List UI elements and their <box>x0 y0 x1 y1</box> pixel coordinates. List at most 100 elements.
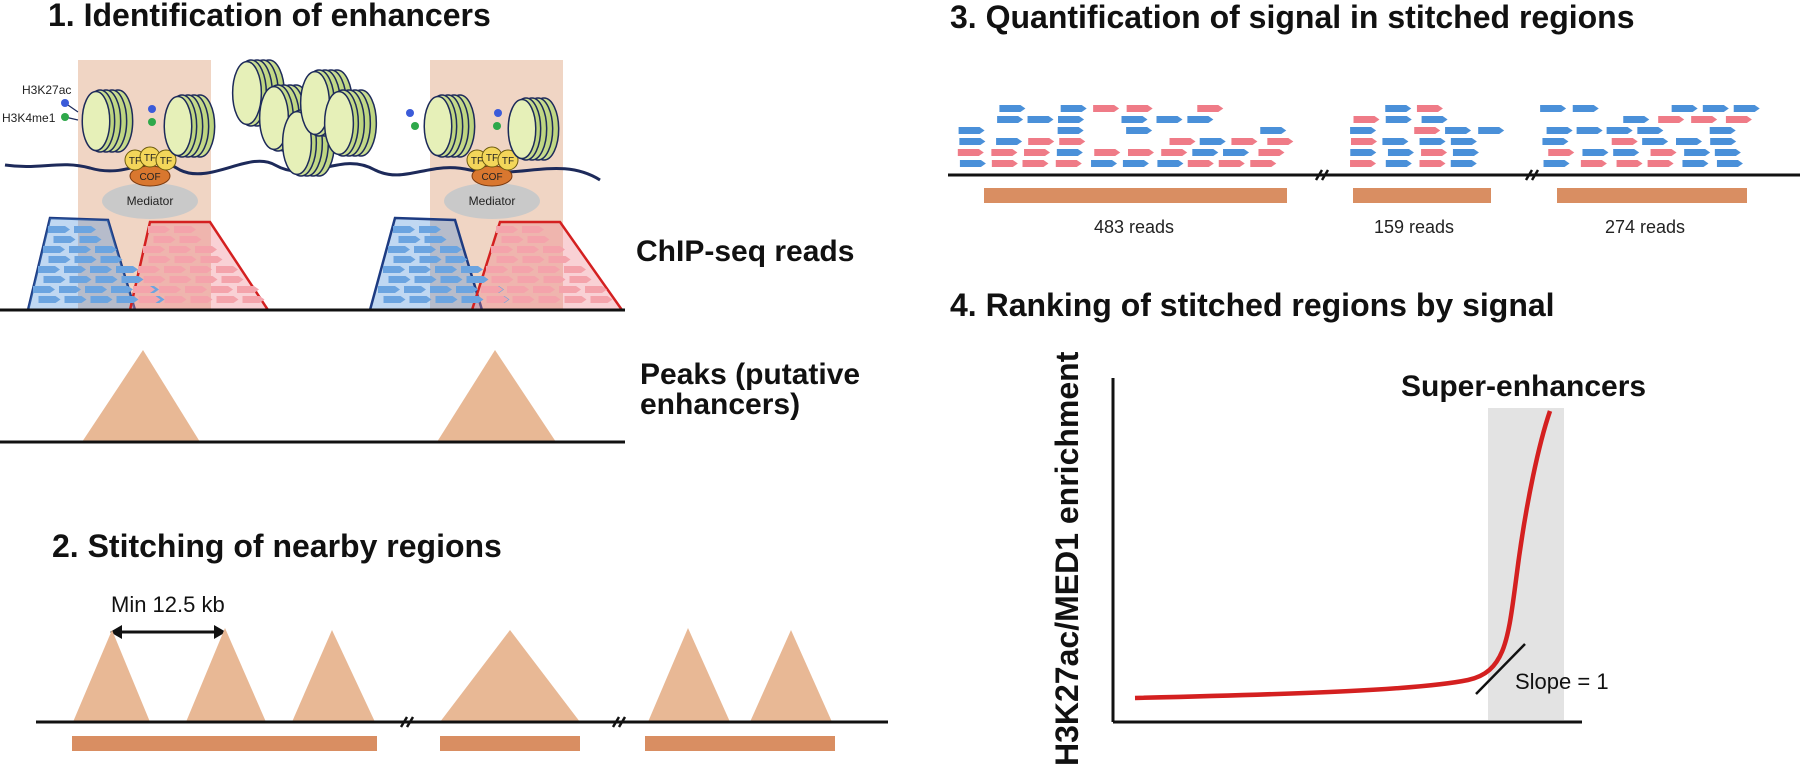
read-arrow <box>1028 138 1055 145</box>
read-arrow <box>1580 160 1607 167</box>
read-arrow <box>491 246 513 253</box>
read-arrow <box>1250 160 1277 167</box>
panel-1: 1. Identification of enhancers Mediator … <box>0 0 860 444</box>
mediator-label-1: Mediator <box>127 194 174 208</box>
peak-1 <box>82 350 200 442</box>
read-arrow <box>959 160 986 167</box>
read-arrow <box>491 276 514 283</box>
read-arrow <box>1650 149 1677 156</box>
peak <box>648 628 730 722</box>
slope-label: Slope = 1 <box>1515 669 1609 694</box>
read-arrow <box>1197 105 1224 112</box>
read-arrow <box>991 160 1018 167</box>
read-arrow <box>64 266 86 273</box>
read-arrow <box>1091 160 1118 167</box>
read-arrow <box>48 226 70 233</box>
nucleosome <box>81 89 134 153</box>
histone-marks <box>61 99 502 130</box>
read-arrow <box>190 296 213 303</box>
read-arrow <box>999 105 1026 112</box>
read-arrow <box>1387 149 1414 156</box>
mediator-label-2: Mediator <box>469 194 516 208</box>
read-arrow <box>957 149 984 156</box>
read-arrow <box>398 236 421 243</box>
read-arrow <box>1450 160 1477 167</box>
read-arrow <box>1060 105 1087 112</box>
read-arrow <box>543 276 566 283</box>
read-arrow <box>90 266 112 273</box>
read-arrow <box>1576 127 1603 134</box>
read-arrow <box>378 286 400 293</box>
read-arrow <box>1161 149 1188 156</box>
panel2-title: 2. Stitching of nearby regions <box>52 528 502 564</box>
read-arrow <box>1419 138 1446 145</box>
peak <box>750 630 832 722</box>
read-arrow <box>996 138 1023 145</box>
read-arrow <box>121 276 144 283</box>
min-distance-arrow <box>110 625 226 639</box>
read-arrow <box>1421 149 1448 156</box>
stitched-region-2 <box>1353 188 1491 203</box>
read-count-3: 274 reads <box>1605 217 1685 237</box>
read-arrow <box>430 286 452 293</box>
read-arrow <box>1121 116 1148 123</box>
read-arrow <box>507 286 529 293</box>
read-arrow <box>148 226 170 233</box>
panel-3: 3. Quantification of signal in stitched … <box>948 0 1800 237</box>
read-arrow <box>564 266 586 273</box>
read-arrow <box>1452 149 1479 156</box>
h3k27ac-mark <box>61 99 69 107</box>
read-arrow <box>1022 160 1049 167</box>
read-arrow <box>159 286 181 293</box>
read-arrow <box>1058 116 1085 123</box>
read-arrow <box>1126 127 1153 134</box>
read-arrow <box>538 266 560 273</box>
read-arrow <box>419 256 442 263</box>
read-arrow <box>74 226 96 233</box>
nucleosome <box>163 94 216 158</box>
read-arrow <box>138 296 161 303</box>
read-arrow <box>496 256 519 263</box>
read-arrow <box>393 226 415 233</box>
read-arrow <box>100 256 123 263</box>
read-arrow <box>1572 105 1599 112</box>
read-arrow <box>404 286 426 293</box>
panel3-title: 3. Quantification of signal in stitched … <box>950 0 1635 35</box>
nucleosome <box>323 89 378 157</box>
read-arrow <box>1478 127 1505 134</box>
read-arrow <box>148 256 171 263</box>
read-arrow <box>522 226 544 233</box>
read-arrow <box>69 276 92 283</box>
stitched-region-3 <box>645 736 835 751</box>
read-arrow <box>517 246 539 253</box>
read-arrow <box>1258 149 1285 156</box>
read-arrow <box>424 236 447 243</box>
read-arrow <box>1710 138 1737 145</box>
read-arrow <box>69 246 91 253</box>
read-arrow <box>1543 160 1570 167</box>
read-arrow <box>164 266 186 273</box>
read-arrow <box>1055 160 1082 167</box>
read-arrow <box>1613 149 1640 156</box>
read-arrow <box>486 266 508 273</box>
read-arrow <box>440 246 462 253</box>
read-arrow <box>174 256 197 263</box>
read-arrow <box>1382 138 1409 145</box>
read-arrow <box>440 276 463 283</box>
read-arrow <box>1350 149 1377 156</box>
read-arrow <box>169 276 192 283</box>
read-arrow <box>1725 116 1752 123</box>
read-arrow <box>1169 138 1196 145</box>
read-arrow <box>1187 116 1214 123</box>
read-arrow <box>143 246 165 253</box>
read-arrow <box>1218 160 1245 167</box>
read-arrow <box>1223 149 1250 156</box>
read-arrow <box>1671 105 1698 112</box>
tf-label: TF <box>502 156 514 167</box>
read-arrow <box>1716 160 1743 167</box>
read-arrow <box>419 226 441 233</box>
read-arrow <box>195 276 218 283</box>
panel1-title: 1. Identification of enhancers <box>48 0 491 33</box>
peak <box>73 630 150 722</box>
read-arrow <box>200 256 223 263</box>
